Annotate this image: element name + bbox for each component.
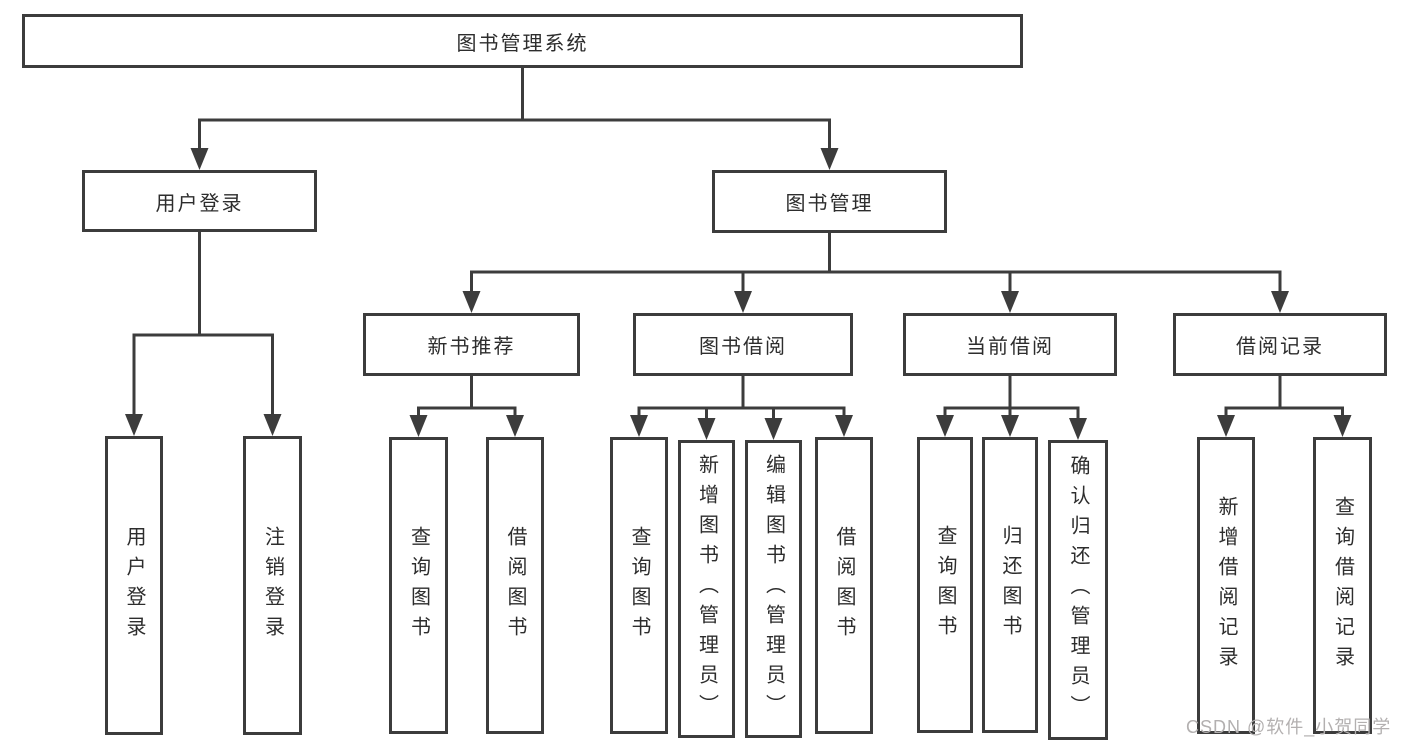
node-current-borrow: 当前借阅 (903, 313, 1117, 376)
leaf-borrow-query-book: 查询图书 (610, 437, 668, 734)
node-book-management-label: 图书管理 (785, 193, 874, 215)
arrowhead-down-icon (697, 418, 716, 440)
node-book-borrow: 图书借阅 (633, 313, 853, 376)
arrowhead-down-icon (506, 415, 524, 437)
leaf-logout: 注销登录 (243, 436, 302, 735)
leaf-logout-label: 注销登录 (261, 525, 284, 646)
leaf-user-login-label: 用户登录 (123, 525, 145, 646)
leaf-newbook-query-book-label: 查询图书 (407, 525, 430, 646)
arrowhead-down-icon (1001, 415, 1019, 437)
connector-current-borrow-children (936, 376, 1087, 440)
leaf-add-book-admin-label: 新增图书（管理员） (695, 454, 718, 724)
leaf-add-borrow-record: 新增借阅记录 (1197, 437, 1255, 734)
leaf-borrow-borrow-book-label: 借阅图书 (833, 525, 855, 646)
node-root-system-label: 图书管理系统 (456, 32, 589, 55)
connector-book-borrow-children (630, 376, 853, 440)
node-current-borrow-label: 当前借阅 (966, 336, 1054, 358)
leaf-add-book-admin: 新增图书（管理员） (678, 440, 735, 738)
node-new-book-recommend: 新书推荐 (363, 313, 580, 376)
leaf-query-borrow-record-label: 查询借阅记录 (1331, 495, 1354, 676)
csdn-watermark: CSDN @软件_小贺同学 (1186, 717, 1392, 737)
arrowhead-down-icon (630, 415, 648, 437)
connector-user-login-children (125, 232, 282, 436)
leaf-edit-book-admin-label: 编辑图书（管理员） (762, 454, 785, 724)
node-user-login-label: 用户登录 (155, 192, 244, 215)
node-user-login: 用户登录 (82, 170, 317, 232)
leaf-newbook-query-book: 查询图书 (389, 437, 448, 734)
arrowhead-down-icon (1271, 291, 1289, 313)
leaf-query-borrow-record: 查询借阅记录 (1313, 437, 1372, 734)
leaf-borrow-query-book-label: 查询图书 (628, 525, 650, 646)
arrowhead-down-icon (820, 148, 839, 170)
leaf-newbook-borrow-book-label: 借阅图书 (504, 525, 526, 646)
node-borrow-records: 借阅记录 (1173, 313, 1387, 376)
connector-book-mgmt-to-level3 (462, 232, 1289, 313)
arrowhead-down-icon (1069, 418, 1087, 440)
node-root-system: 图书管理系统 (22, 14, 1023, 68)
leaf-user-login: 用户登录 (105, 436, 163, 735)
arrowhead-down-icon (734, 291, 752, 313)
leaf-confirm-return-admin: 确认归还（管理员） (1048, 440, 1108, 740)
leaf-current-query-book-label: 查询图书 (934, 525, 956, 645)
arrowhead-down-icon (764, 418, 783, 440)
leaf-borrow-borrow-book: 借阅图书 (815, 437, 873, 734)
leaf-current-query-book: 查询图书 (917, 437, 973, 733)
arrowhead-down-icon (263, 414, 282, 436)
node-borrow-records-label: 借阅记录 (1236, 336, 1324, 358)
leaf-newbook-borrow-book: 借阅图书 (486, 437, 544, 734)
leaf-confirm-return-admin-label: 确认归还（管理员） (1067, 455, 1089, 725)
leaf-return-book-label: 归还图书 (999, 525, 1021, 645)
arrowhead-down-icon (1217, 415, 1235, 437)
leaf-add-borrow-record-label: 新增借阅记录 (1215, 495, 1237, 676)
arrowhead-down-icon (1333, 415, 1352, 437)
connector-new-book-children (409, 376, 524, 437)
node-book-borrow-label: 图书借阅 (699, 336, 787, 358)
node-new-book-recommend-label: 新书推荐 (427, 336, 516, 358)
arrowhead-down-icon (936, 415, 954, 437)
arrowhead-down-icon (409, 415, 428, 437)
node-book-management: 图书管理 (712, 170, 947, 233)
connector-borrow-record-children (1217, 376, 1352, 437)
arrowhead-down-icon (835, 415, 853, 437)
arrowhead-down-icon (190, 148, 209, 170)
arrowhead-down-icon (462, 291, 481, 313)
arrowhead-down-icon (125, 414, 143, 436)
leaf-edit-book-admin: 编辑图书（管理员） (745, 440, 802, 738)
arrowhead-down-icon (1001, 291, 1019, 313)
leaf-return-book: 归还图书 (982, 437, 1038, 733)
connector-root-to-level2 (190, 68, 839, 170)
